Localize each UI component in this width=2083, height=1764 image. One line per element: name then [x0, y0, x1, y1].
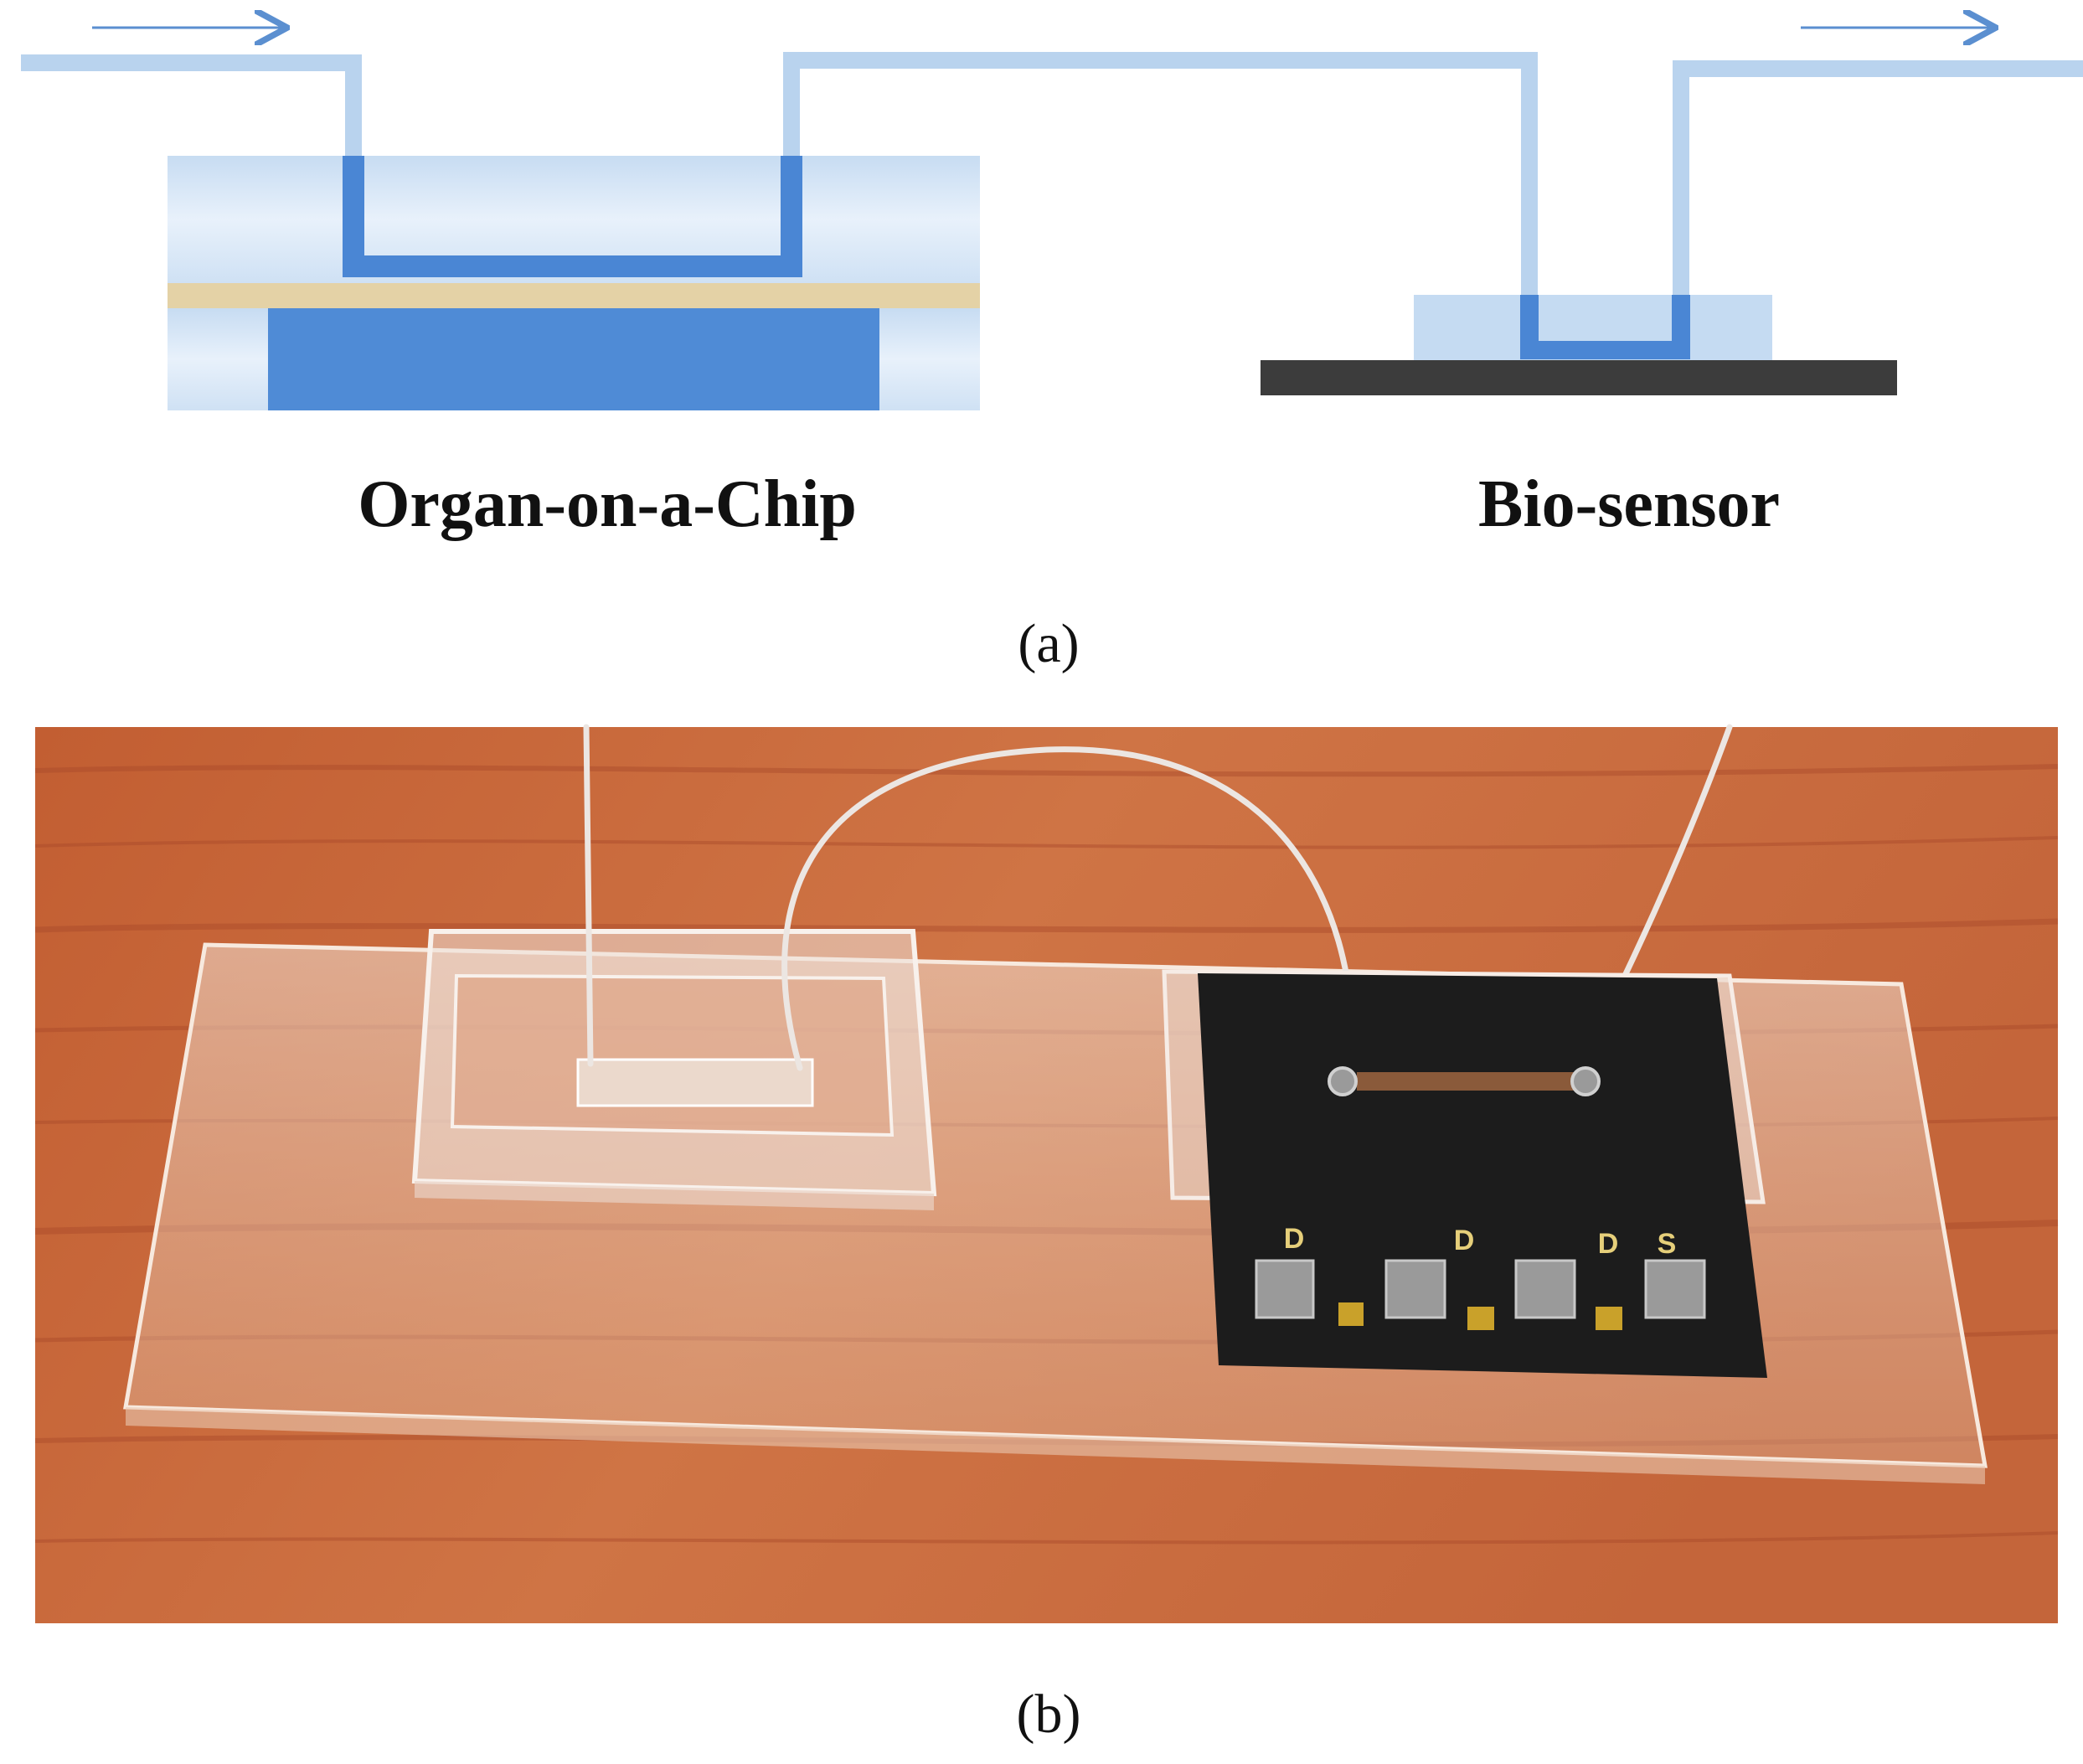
gold-contact-3: [1596, 1307, 1622, 1330]
biosensor-schematic: [1261, 295, 1897, 395]
bottom-chamber: [268, 308, 879, 410]
photo-panel-b: D D D S: [34, 724, 2059, 1623]
organ-on-chip-label: Organ-on-a-Chip: [358, 467, 857, 541]
top-microchannel: [343, 156, 802, 277]
sensor-channel: [1520, 295, 1690, 359]
pad-letter-1: D: [1284, 1223, 1305, 1255]
pad-2: [1384, 1259, 1446, 1319]
pad-1: [1255, 1259, 1315, 1319]
pdms-chip-photo: [411, 929, 937, 1210]
panel-b-caption: (b): [1017, 1684, 1081, 1745]
schematic-panel-a: Organ-on-a-Chip Bio-sensor (a): [21, 28, 2083, 674]
pad-letter-4: S: [1658, 1228, 1677, 1260]
glass-slide-edge: [126, 1407, 1985, 1484]
organ-on-chip-schematic: [168, 156, 980, 410]
pad-letter-3: D: [1598, 1228, 1619, 1260]
pad-letter-2: D: [1454, 1225, 1475, 1256]
loop-tube: [781, 746, 1356, 1071]
biosensor-photo: D D D S: [1162, 969, 1767, 1378]
pad-4: [1644, 1259, 1706, 1319]
gold-contact-2: [1467, 1307, 1494, 1330]
sensor-substrate: [1261, 360, 1897, 395]
connecting-tubing: [21, 52, 2083, 295]
porous-membrane: [168, 283, 980, 308]
panel-a-caption: (a): [1018, 613, 1079, 674]
sensing-channel: [1357, 1072, 1583, 1091]
electrode-pads: [1255, 1259, 1706, 1330]
pad-3: [1514, 1259, 1576, 1319]
gold-contact-1: [1338, 1302, 1364, 1326]
inlet-tube: [583, 724, 594, 1067]
biosensor-label: Bio-sensor: [1478, 467, 1780, 541]
